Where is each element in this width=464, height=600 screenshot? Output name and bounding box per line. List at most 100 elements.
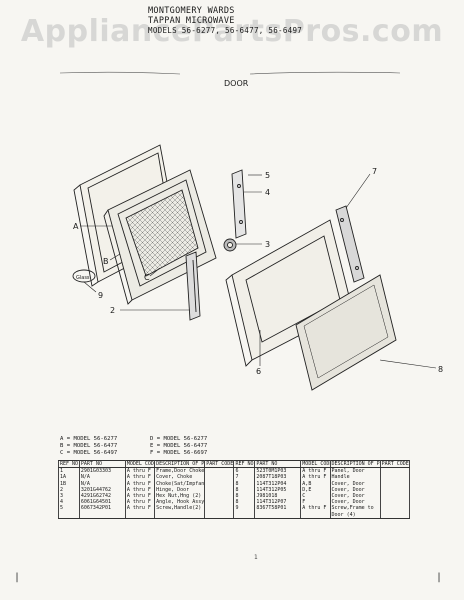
callout-8: 8 <box>438 365 443 374</box>
table-cell: C <box>300 493 331 500</box>
registration-mark: | <box>14 572 21 583</box>
table-cell: Screw,Frame to <box>329 505 381 512</box>
table-cell <box>379 480 411 487</box>
parts-table-header: REF NO PART NO MODEL CODES DESCRIPTION O… <box>58 459 411 469</box>
table-cell <box>204 493 235 500</box>
table-cell: A thru F <box>124 480 156 487</box>
callout-2: 2 <box>110 306 115 315</box>
table-cell: 523T0M1P03 <box>254 467 302 475</box>
callout-6: 6 <box>256 367 261 376</box>
table-cell <box>124 511 156 519</box>
table-cell <box>379 486 411 494</box>
header-product: TAPPAN MICROWAVE <box>148 16 235 26</box>
table-cell: Choke(Sat/Impfan) <box>154 480 206 487</box>
table-cell <box>58 511 80 519</box>
col-part: PART NO <box>78 459 126 469</box>
col-part: PART NO <box>254 459 302 469</box>
table-cell: A thru F <box>300 505 331 512</box>
table-cell <box>379 474 411 481</box>
door-handle <box>335 205 365 283</box>
table-row: Door (4) <box>58 511 411 519</box>
leader-lines <box>80 173 437 369</box>
table-cell <box>154 511 206 519</box>
table-cell: A thru F <box>124 486 156 494</box>
table-cell: Frame,Door Choke <box>154 467 206 475</box>
table-cell <box>379 511 411 519</box>
col-desc: DESCRIPTION OF PARTS <box>329 459 381 469</box>
table-cell: A thru F <box>124 467 156 475</box>
table-cell <box>379 493 411 500</box>
callout-4: 4 <box>265 188 270 197</box>
model-legend-row: B = MODEL 56-6477 E = MODEL 56-6477 <box>60 443 240 450</box>
table-cell <box>379 505 411 512</box>
model-legend-row: C = MODEL 56-6497 F = MODEL 56-6697 <box>60 450 240 457</box>
table-cell <box>204 486 235 494</box>
col-codes: PART CODES <box>379 459 411 469</box>
table-cell <box>204 499 235 506</box>
table-cell: Door (4) <box>329 511 381 519</box>
col-model: MODEL CODES <box>124 459 156 469</box>
table-cell <box>204 511 235 519</box>
col-desc: DESCRIPTION OF PARTS <box>154 459 206 469</box>
model-legend-row: A = MODEL 56-6277 D = MODEL 56-6277 <box>60 436 240 443</box>
header-models: MODELS 56-6277, 56-6477, 56-6497 <box>148 26 303 35</box>
col-codes: PART CODES <box>204 459 235 469</box>
callout-3: 3 <box>265 240 270 249</box>
table-cell <box>204 474 235 481</box>
callout-a: A <box>73 222 79 231</box>
table-cell <box>204 505 235 512</box>
angle-hook-assy <box>231 169 247 239</box>
table-cell <box>379 467 411 475</box>
table-cell: A thru F <box>124 499 156 506</box>
model-code: D = MODEL 56-6277 <box>150 436 208 442</box>
table-cell: 1 <box>58 467 80 475</box>
callout-5: 5 <box>265 171 270 180</box>
table-cell: Panel, Door <box>329 467 381 475</box>
door-cover <box>295 274 397 391</box>
model-code: A = MODEL 56-6277 <box>60 436 118 442</box>
hinge <box>185 251 201 321</box>
model-code: C = MODEL 56-6497 <box>60 450 118 457</box>
table-cell: A thru F <box>300 474 331 481</box>
header-brand: MONTGOMERY WARDS <box>148 6 235 16</box>
page-mark: 1 <box>254 554 258 561</box>
callout-c: C <box>144 273 150 282</box>
hex-nut <box>223 238 237 252</box>
model-code: F = MODEL 56-6697 <box>150 450 208 457</box>
col-ref: REF NO <box>233 459 256 469</box>
table-cell: Screw,Handle(2) <box>154 505 206 512</box>
table-cell: 6 <box>233 467 256 475</box>
callout-b: B <box>103 257 109 266</box>
table-cell: Angle, Hook Assy <box>154 499 206 506</box>
glass-label: Glass <box>76 275 90 281</box>
table-cell: A thru F <box>124 474 156 481</box>
table-cell: A thru F <box>124 493 156 500</box>
table-cell: F <box>300 499 331 506</box>
parts-table: REF NO PART NO MODEL CODES DESCRIPTION O… <box>58 459 411 519</box>
callout-9: 9 <box>98 291 103 300</box>
table-cell <box>300 511 331 519</box>
header-rule <box>59 71 401 75</box>
table-cell <box>379 499 411 506</box>
callout-7: 7 <box>372 167 377 176</box>
table-cell: 2901G03303 <box>78 467 126 475</box>
col-ref: REF NO <box>58 459 80 469</box>
table-cell: D,E <box>300 486 331 494</box>
table-cell <box>78 511 126 519</box>
watermark: AppliancePartsPros.com <box>20 14 444 49</box>
col-model: MODEL CODES <box>300 459 331 469</box>
table-cell <box>254 511 302 519</box>
model-code: E = MODEL 56-6477 <box>150 443 208 450</box>
table-cell <box>204 480 235 487</box>
table-cell: A,B <box>300 480 331 487</box>
table-cell <box>204 467 235 475</box>
model-code: B = MODEL 56-6477 <box>60 443 118 450</box>
section-title: DOOR <box>224 79 249 88</box>
